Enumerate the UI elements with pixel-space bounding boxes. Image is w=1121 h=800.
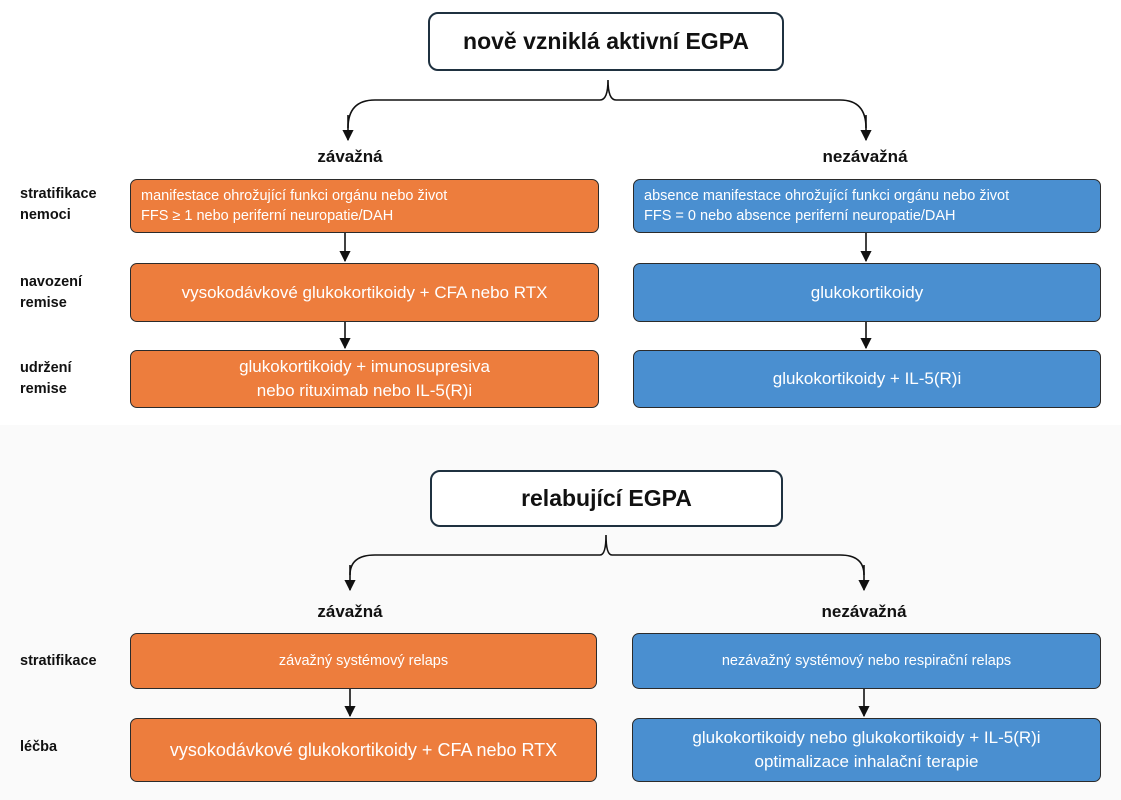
severe-stratification-box: manifestace ohrožující funkci orgánu neb… — [130, 179, 599, 233]
row-label-maintenance: udržení remise — [20, 360, 72, 397]
severe-induction-box: vysokodávkové glukokortikoidy + CFA nebo… — [130, 263, 599, 322]
section2-nonsevere-heading: nezávažná — [821, 602, 907, 621]
severe-relapse-treatment-box: vysokodávkové glukokortikoidy + CFA nebo… — [130, 718, 597, 782]
severe-maintenance-box: glukokortikoidy + imunosupresiva nebo ri… — [130, 350, 599, 408]
nonsevere-induction-box: glukokortikoidy — [633, 263, 1101, 322]
row-label-stratification: stratifikace nemoci — [20, 186, 97, 223]
row-label-relapse-stratification: stratifikace — [20, 653, 97, 669]
nonsevere-relapse-treatment-box: glukokortikoidy nebo glukokortikoidy + I… — [632, 718, 1101, 782]
row-label-treatment: léčba — [20, 739, 58, 755]
nonsevere-maintenance-box: glukokortikoidy + IL-5(R)i — [633, 350, 1101, 408]
severe-relapse-stratification-box: závažný systémový relaps — [130, 633, 597, 689]
section1-severe-heading: závažná — [317, 147, 383, 166]
section2-severe-heading: závažná — [317, 602, 383, 621]
section1-nonsevere-heading: nezávažná — [822, 147, 908, 166]
section1-title: nově vzniklá aktivní EGPA — [428, 12, 784, 71]
row-label-induction: navození remise — [20, 274, 83, 311]
nonsevere-stratification-box: absence manifestace ohrožující funkci or… — [633, 179, 1101, 233]
section2-title: relabující EGPA — [430, 470, 783, 527]
nonsevere-relapse-stratification-box: nezávažný systémový nebo respirační rela… — [632, 633, 1101, 689]
